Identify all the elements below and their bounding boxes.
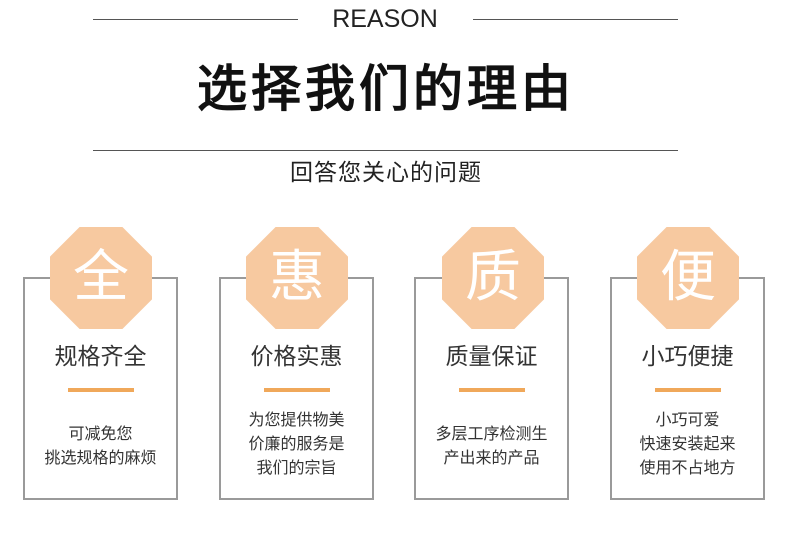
card-description-line: 价廉的服务是 bbox=[248, 434, 345, 453]
title-divider bbox=[93, 150, 678, 151]
card-description-line: 挑选规格的麻烦 bbox=[44, 448, 157, 467]
accent-bar bbox=[459, 388, 525, 392]
card-description: 为您提供物美 价廉的服务是 我们的宗旨 bbox=[219, 408, 374, 480]
reason-left-divider bbox=[93, 19, 298, 20]
octagon-badge-quality: 质 bbox=[442, 227, 544, 329]
card-description-line: 小巧可爱 bbox=[655, 410, 720, 429]
reason-right-divider bbox=[473, 19, 678, 20]
card-description-line: 我们的宗旨 bbox=[256, 458, 337, 477]
card-description-line: 使用不占地方 bbox=[639, 458, 736, 477]
card-title: 小巧便捷 bbox=[641, 344, 734, 370]
badge-glyph: 惠 bbox=[269, 245, 325, 310]
accent-bar bbox=[68, 388, 134, 392]
octagon-badge-complete: 全 bbox=[50, 227, 152, 329]
reason-eyebrow: REASON bbox=[332, 5, 438, 33]
card-description-line: 多层工序检测生 bbox=[435, 424, 548, 443]
accent-bar bbox=[264, 388, 330, 392]
card-title: 价格实惠 bbox=[250, 344, 343, 370]
card-title: 质量保证 bbox=[445, 344, 538, 370]
card-description: 多层工序检测生 产出来的产品 bbox=[414, 422, 569, 470]
card-description-line: 可减免您 bbox=[68, 424, 133, 443]
card-description-line: 快速安装起来 bbox=[639, 434, 736, 453]
card-description-line: 产出来的产品 bbox=[443, 448, 540, 467]
card-description: 可减免您 挑选规格的麻烦 bbox=[23, 422, 178, 470]
badge-glyph: 便 bbox=[660, 245, 716, 310]
card-description-line: 为您提供物美 bbox=[248, 410, 345, 429]
accent-bar bbox=[655, 388, 721, 392]
card-title: 规格齐全 bbox=[54, 344, 147, 370]
card-description: 小巧可爱 快速安装起来 使用不占地方 bbox=[610, 408, 765, 480]
octagon-badge-convenient: 便 bbox=[637, 227, 739, 329]
page-subtitle: 回答您关心的问题 bbox=[290, 160, 482, 186]
badge-glyph: 全 bbox=[73, 245, 129, 310]
page-title: 选择我们的理由 bbox=[197, 60, 575, 118]
octagon-badge-value: 惠 bbox=[246, 227, 348, 329]
badge-glyph: 质 bbox=[465, 245, 521, 310]
